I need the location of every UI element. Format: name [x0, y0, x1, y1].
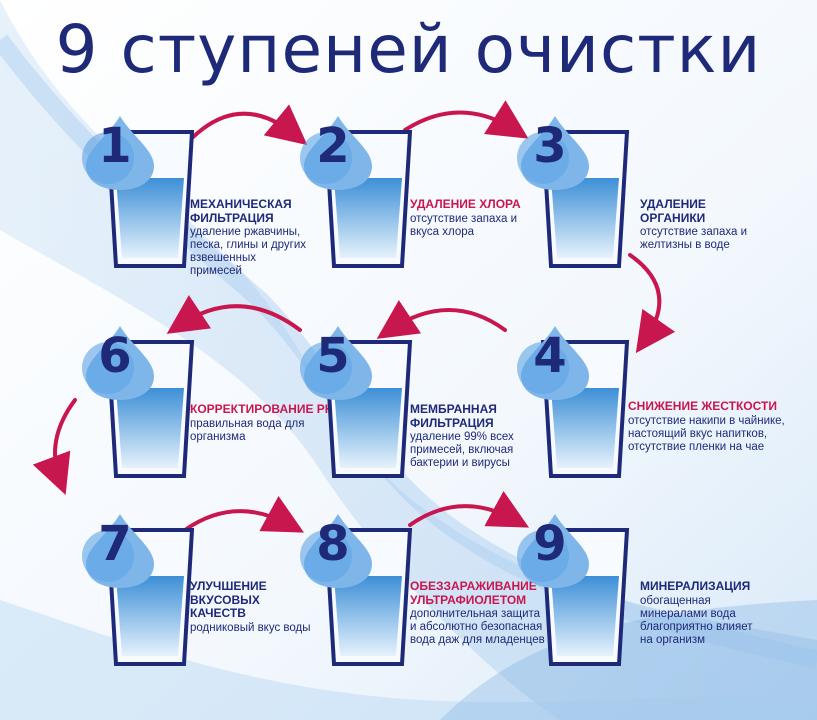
water-drop-icon [517, 116, 589, 190]
water-glass-icon [540, 528, 630, 666]
step-description: обогащенная минералами вода благоприятно… [640, 594, 753, 646]
water-drop-icon [82, 116, 154, 190]
step-4-caption: СНИЖЕНИЕ ЖЕСТКОСТИ отсутствие накипи в ч… [628, 399, 803, 454]
step-3: 3 [515, 112, 665, 272]
step-heading: УДАЛЕНИЕ ХЛОРА [410, 197, 521, 211]
step-number: 8 [316, 516, 350, 572]
step-description: отсутствие запаха и желтизны в воде [640, 226, 747, 251]
water-drop-icon [300, 116, 372, 190]
page-title: 9 ступеней очистки [55, 11, 762, 88]
step-heading: МЕХАНИЧЕСКАЯ ФИЛЬТРАЦИЯ [190, 197, 292, 225]
step-heading: МИНЕРАЛИЗАЦИЯ [640, 579, 751, 593]
step-7: 7 [80, 510, 230, 670]
step-heading: УЛУЧШЕНИЕ ВКУСОВЫХ КАЧЕСТВ [190, 579, 267, 620]
step-2-caption: УДАЛЕНИЕ ХЛОРА отсутствие запаха и вкуса… [410, 197, 585, 239]
step-1-caption: МЕХАНИЧЕСКАЯ ФИЛЬТРАЦИЯ удаление ржавчин… [190, 197, 365, 278]
step-9: 9 [515, 510, 665, 670]
step-number: 7 [98, 516, 132, 572]
step-6-caption: КОРРЕКТИРОВАНИЕ pH правильная вода для о… [190, 402, 365, 444]
step-description: дополнительная защита и абсолютно безопа… [410, 608, 545, 646]
step-number: 4 [533, 328, 567, 384]
water-drop-icon [300, 514, 372, 588]
step-number: 9 [533, 516, 567, 572]
step-5: 5 [298, 322, 448, 482]
step-3-caption: УДАЛЕНИЕ ОРГАНИКИ отсутствие запаха и же… [640, 197, 815, 252]
step-number: 5 [316, 328, 350, 384]
step-heading: МЕМБРАННАЯ ФИЛЬТРАЦИЯ [410, 402, 497, 430]
step-heading: ОБЕЗЗАРАЖИВАНИЕ УЛЬТРАФИОЛЕТОМ [410, 579, 537, 607]
water-drop-icon [82, 326, 154, 400]
step-description: удаление 99% всех примесей, включая бакт… [410, 431, 514, 469]
step-description: родниковый вкус воды [190, 621, 311, 634]
step-7-caption: УЛУЧШЕНИЕ ВКУСОВЫХ КАЧЕСТВ родниковый вк… [190, 579, 365, 635]
step-number: 6 [98, 328, 132, 384]
step-number: 1 [98, 118, 132, 174]
step-description: удаление ржавчины, песка, глины и других… [190, 226, 307, 277]
water-drop-icon [82, 514, 154, 588]
step-heading: СНИЖЕНИЕ ЖЕСТКОСТИ [628, 399, 777, 413]
step-description: отсутствие накипи в чайнике, настоящий в… [628, 414, 785, 453]
step-8-caption: ОБЕЗЗАРАЖИВАНИЕ УЛЬТРАФИОЛЕТОМ дополните… [410, 579, 585, 647]
step-9-caption: МИНЕРАЛИЗАЦИЯ обогащенная минералами вод… [640, 579, 815, 647]
water-drop-icon [300, 326, 372, 400]
step-description: отсутствие запаха и вкуса хлора [410, 212, 517, 238]
water-drop-icon [517, 514, 589, 588]
step-description: правильная вода для организма [190, 417, 305, 443]
water-drop-icon [517, 326, 589, 400]
step-4: 4 [515, 322, 665, 482]
step-6: 6 [80, 322, 230, 482]
step-5-caption: МЕМБРАННАЯ ФИЛЬТРАЦИЯ удаление 99% всех … [410, 402, 585, 470]
step-8: 8 [298, 510, 448, 670]
step-heading: УДАЛЕНИЕ ОРГАНИКИ [640, 197, 706, 225]
step-2: 2 [298, 112, 448, 272]
step-number: 2 [316, 118, 350, 174]
step-number: 3 [533, 118, 567, 174]
step-heading: КОРРЕКТИРОВАНИЕ pH [190, 402, 334, 416]
step-1: 1 [80, 112, 230, 272]
